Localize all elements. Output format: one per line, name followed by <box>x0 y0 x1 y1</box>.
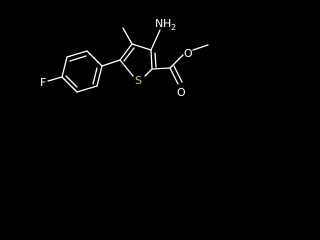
bond <box>86 50 103 67</box>
atom-label-o-ester: O <box>184 47 193 60</box>
atom-label-h-subscript: 2 <box>171 23 176 32</box>
bond <box>151 67 171 70</box>
atom-label-s: S <box>135 74 142 87</box>
bond-aryl-thiophene <box>101 59 121 67</box>
bond-c-n <box>150 29 161 51</box>
bond <box>150 49 153 70</box>
bond <box>76 85 98 93</box>
atom-label-f: F <box>40 76 46 89</box>
double-bond <box>65 75 78 88</box>
double-bond <box>69 55 87 62</box>
structure-diagram: F S N H 2 O O <box>40 17 209 99</box>
bond <box>61 56 68 78</box>
double-bond <box>154 52 157 68</box>
bond-o-methyl <box>192 44 209 51</box>
bond <box>61 76 78 93</box>
double-bond <box>92 67 98 85</box>
bond-c-f <box>47 76 63 82</box>
bond-methyl <box>122 27 133 45</box>
atom-label-o-carbonyl: O <box>177 86 186 99</box>
atom-label-h: H <box>163 17 171 30</box>
bond <box>96 65 103 87</box>
bond-c-o <box>169 54 184 69</box>
bond <box>119 43 133 61</box>
double-bond-c-o <box>173 65 183 83</box>
bond <box>131 43 152 51</box>
ester-group <box>151 44 209 85</box>
fluorophenyl-ring <box>47 50 103 93</box>
thiophene-ring <box>119 43 157 77</box>
double-bond-c-o <box>169 67 179 85</box>
bond <box>119 59 134 77</box>
molecule-canvas: F S N H 2 O O <box>0 0 252 122</box>
bond <box>144 68 153 77</box>
atom-label-n: N <box>155 17 163 30</box>
bond <box>66 50 88 58</box>
double-bond <box>123 47 135 62</box>
